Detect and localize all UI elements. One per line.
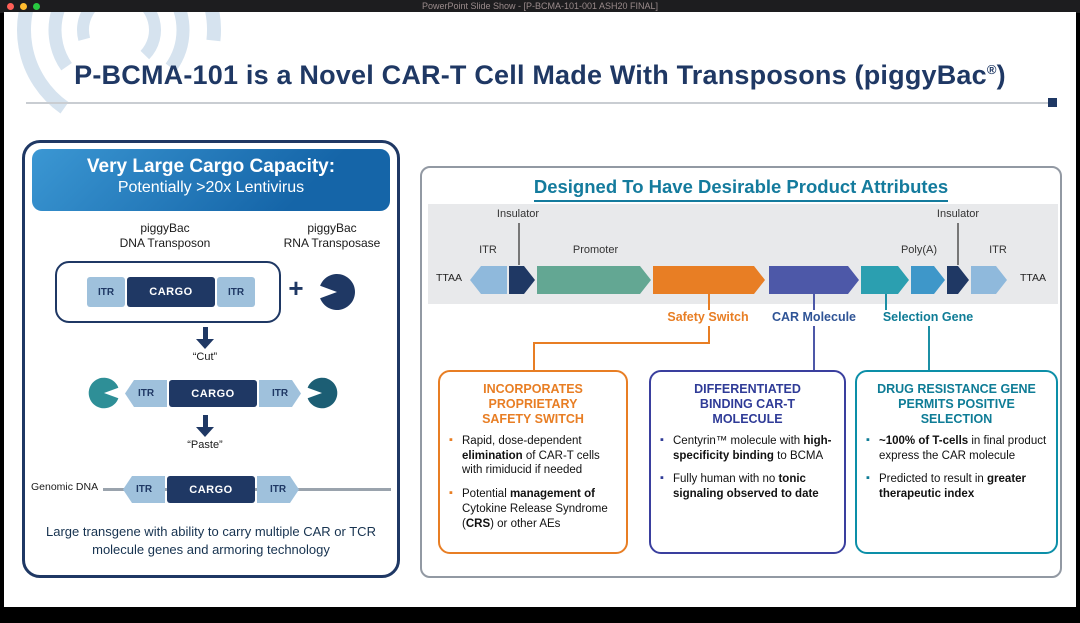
safety-switch-connector-v1 [708, 326, 710, 343]
transposase-pacman-left-icon [88, 377, 119, 409]
paste-step-label: “Paste” [187, 439, 223, 451]
safety-switch-connector-stub [708, 294, 710, 310]
itr-label-left: ITR [479, 244, 497, 256]
car-molecule-attribute-box: DIFFERENTIATED BINDING CAR-T MOLECULE Ce… [649, 370, 846, 554]
dna-transposon-label-line2: DNA Transposon [119, 236, 211, 250]
polya-arrow [911, 266, 945, 294]
title-divider [26, 102, 1054, 104]
bullet-item: ~100% of T-cells in final product expres… [866, 433, 1048, 463]
insulator-arrow-right [947, 266, 969, 294]
cargo-header-line1: Very Large Cargo Capacity: [86, 156, 336, 177]
safety-switch-label: Safety Switch [667, 310, 749, 324]
car-molecule-arrow [769, 266, 859, 294]
itr-arrow-right [971, 266, 1007, 294]
window-controls [7, 3, 40, 10]
safety-switch-connector-h [533, 342, 710, 344]
cargo-header-line2: Potentially >20x Lentivirus [117, 178, 305, 196]
polya-label: Poly(A) [900, 244, 938, 256]
selection-gene-connector-stub [885, 294, 887, 310]
itr-segment: ITR [125, 380, 167, 407]
cargo-segment: CARGO [169, 380, 257, 407]
bullet-item: Fully human with no tonic signaling obse… [660, 471, 836, 501]
itr-arrow-left [470, 266, 507, 294]
itr-segment: ITR [217, 277, 255, 307]
product-attributes-header: Designed To Have Desirable Product Attri… [422, 176, 1060, 202]
rna-transposase-label-line2: RNA Transposase [283, 236, 381, 250]
cargo-segment: CARGO [127, 277, 215, 307]
slide-title-text: P-BCMA-101 is a Novel CAR-T Cell Made Wi… [74, 60, 987, 90]
cargo-capacity-footnote: Large transgene with ability to carry mu… [46, 524, 376, 557]
insulator-arrow-left [509, 266, 535, 294]
itr-segment: ITR [257, 476, 299, 503]
product-attributes-header-text: Designed To Have Desirable Product Attri… [533, 176, 949, 202]
cut-step-label: “Cut” [192, 351, 218, 363]
bullet-item: Potential management of Cytokine Release… [449, 486, 618, 531]
dna-transposon-label-line1: piggyBac [140, 221, 190, 235]
cargo-segment: CARGO [167, 476, 255, 503]
selection-gene-arrow [861, 266, 909, 294]
cargo-capacity-header: Very Large Cargo Capacity: Potentially >… [32, 149, 390, 211]
safety-switch-box-title: INCORPORATES PROPRIETARY SAFETY SWITCH [482, 382, 584, 426]
selection-gene-bullet-list: ~100% of T-cells in final product expres… [863, 433, 1048, 502]
ttaa-site-right: TTAA [1019, 272, 1047, 284]
zoom-button[interactable] [33, 3, 40, 10]
down-arrow-icon [196, 327, 214, 349]
bullet-item: Centyrin™ molecule with high-specificity… [660, 433, 836, 463]
transposase-pacman-icon [320, 274, 355, 310]
insulator-callout-line-right [957, 223, 959, 265]
car-molecule-bullet-list: Centyrin™ molecule with high-specificity… [657, 433, 836, 502]
selection-gene-connector [928, 326, 930, 370]
title-divider-endcap [1048, 98, 1057, 107]
registered-mark: ® [986, 62, 997, 77]
product-attributes-panel: Designed To Have Desirable Product Attri… [420, 166, 1062, 578]
transposase-pacman-right-icon [307, 377, 338, 409]
bullet-item: Predicted to result in greater therapeut… [866, 471, 1048, 501]
insulator-callout-line-left [518, 223, 520, 265]
minimize-button[interactable] [20, 3, 27, 10]
bullet-item: Rapid, dose-dependent elimination of CAR… [449, 433, 618, 478]
rna-transposase-label-line1: piggyBac [307, 221, 357, 235]
itr-segment: ITR [123, 476, 165, 503]
ttaa-site-left: TTAA [435, 272, 463, 284]
itr-label-right: ITR [989, 244, 1007, 256]
rna-transposase-label: piggyBac RNA Transposase [247, 221, 417, 251]
safety-switch-bullet-list: Rapid, dose-dependent elimination of CAR… [446, 433, 618, 531]
safety-switch-attribute-box: INCORPORATES PROPRIETARY SAFETY SWITCH R… [438, 370, 628, 554]
close-button[interactable] [7, 3, 14, 10]
promoter-arrow [537, 266, 651, 294]
genomic-dna-label: Genomic DNA [31, 481, 99, 493]
selection-gene-label: Selection Gene [882, 310, 974, 324]
safety-switch-connector-v2 [533, 342, 535, 370]
down-arrow-icon [196, 415, 214, 437]
car-molecule-connector-stub [813, 294, 815, 310]
car-molecule-label: CAR Molecule [771, 310, 857, 324]
window-title: PowerPoint Slide Show - [P-BCMA-101-001 … [421, 1, 659, 11]
selection-gene-attribute-box: DRUG RESISTANCE GENE PERMITS POSITIVE SE… [855, 370, 1058, 554]
itr-segment: ITR [87, 277, 125, 307]
gene-construct-diagram: Insulator ITR Promoter Poly(A) ITR Insul… [428, 204, 1058, 304]
slide-title: P-BCMA-101 is a Novel CAR-T Cell Made Wi… [4, 60, 1076, 91]
dna-transposon-label: piggyBac DNA Transposon [80, 221, 250, 251]
selection-gene-box-title: DRUG RESISTANCE GENE PERMITS POSITIVE SE… [877, 382, 1036, 426]
slide-canvas[interactable]: P-BCMA-101 is a Novel CAR-T Cell Made Wi… [4, 12, 1076, 607]
itr-segment: ITR [259, 380, 301, 407]
transposon-plasmid-outline [55, 261, 281, 323]
promoter-label: Promoter [572, 244, 619, 256]
car-molecule-box-title: DIFFERENTIATED BINDING CAR-T MOLECULE [694, 382, 801, 426]
car-molecule-connector [813, 326, 815, 370]
cargo-capacity-panel: Very Large Cargo Capacity: Potentially >… [22, 140, 400, 578]
slide-title-close: ) [996, 60, 1006, 90]
insulator-label-left: Insulator [496, 208, 540, 220]
safety-switch-arrow [653, 266, 765, 294]
plus-sign: + [288, 273, 304, 303]
titlebar: PowerPoint Slide Show - [P-BCMA-101-001 … [0, 0, 1080, 13]
insulator-label-right: Insulator [936, 208, 980, 220]
